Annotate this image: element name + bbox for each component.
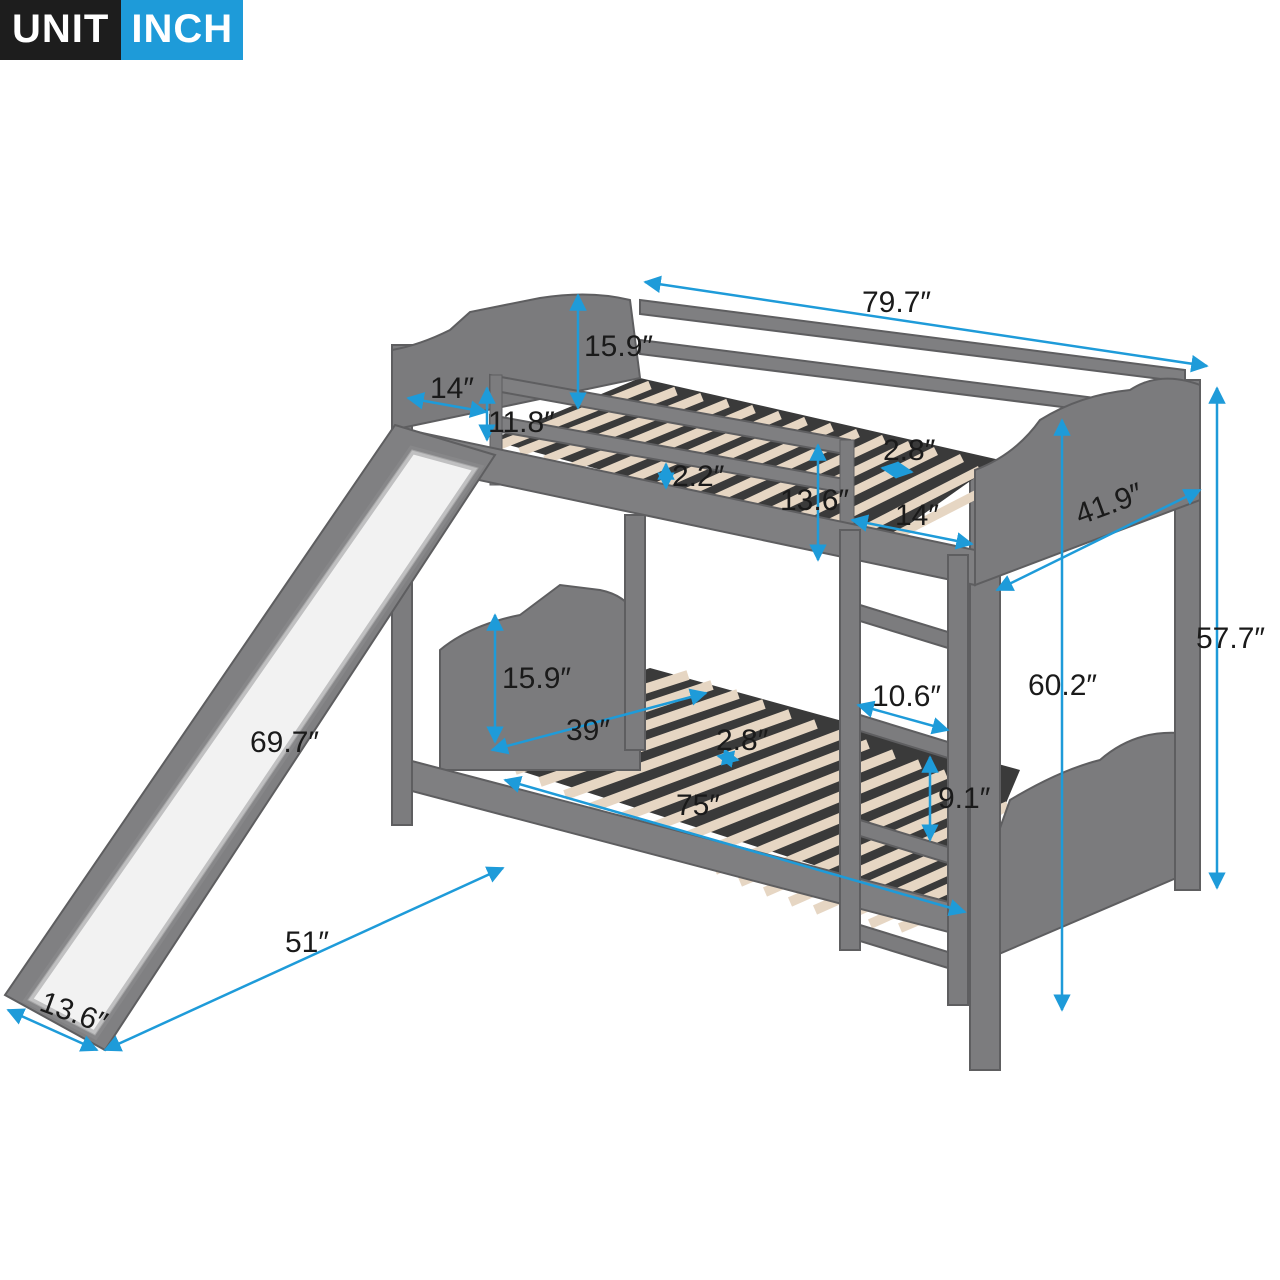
ladder-width-label: 10.6″ bbox=[872, 680, 941, 713]
ladder-step-spacing-label: 9.1″ bbox=[938, 782, 991, 815]
slat-gap-lower-label: 2.8″ bbox=[716, 724, 769, 757]
headboard-post-height-label: 60.2″ bbox=[1028, 669, 1097, 702]
ladder-opening-height-label: 13.6″ bbox=[780, 484, 849, 517]
slat-gap-upper-label: 2.8″ bbox=[883, 434, 936, 467]
slide-length-label: 69.7″ bbox=[250, 726, 319, 759]
lower-headboard-height-label: 15.9″ bbox=[502, 662, 571, 695]
overall-height-label: 57.7″ bbox=[1196, 622, 1265, 655]
upper-bunk bbox=[391, 293, 1201, 587]
lower-bunk bbox=[407, 583, 1196, 962]
mattress-width-label: 39″ bbox=[566, 714, 610, 747]
mattress-length-label: 75″ bbox=[676, 789, 720, 822]
overall-length-label: 79.7″ bbox=[862, 286, 931, 319]
upper-headboard-height-label: 15.9″ bbox=[584, 330, 653, 363]
dimension-arrows bbox=[6, 275, 1226, 1052]
guard-rail-height-label: 11.8″ bbox=[488, 406, 555, 439]
ladder-opening-width-label: 14″ bbox=[895, 499, 939, 532]
guard-gap-label: 14″ bbox=[430, 372, 474, 405]
inch-label: INCH bbox=[121, 0, 244, 60]
rail-spacing-label: 2.2″ bbox=[672, 460, 725, 493]
slide-footprint-label: 51″ bbox=[285, 926, 329, 959]
unit-label: UNIT bbox=[0, 0, 122, 60]
unit-badge: UNIT INCH bbox=[0, 0, 244, 60]
